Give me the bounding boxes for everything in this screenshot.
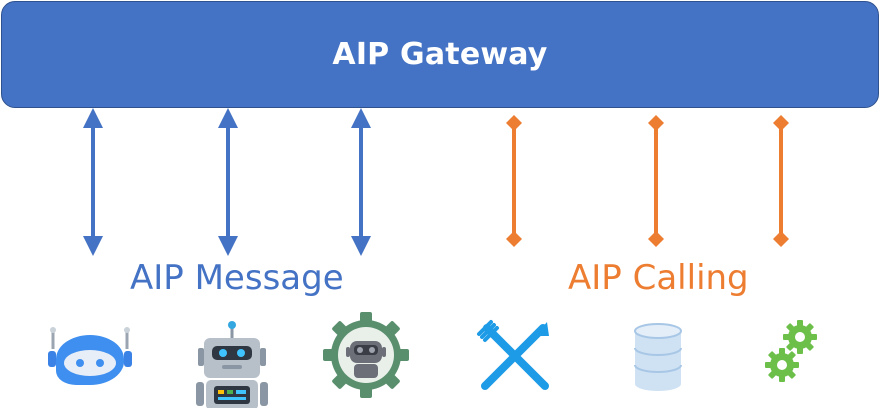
- message-arrows: [83, 108, 371, 256]
- gateway-title: AIP Gateway: [332, 37, 548, 72]
- gears-icon: [765, 320, 817, 382]
- calling-arrows: [506, 115, 789, 247]
- aip-calling-label: AIP Calling: [568, 258, 749, 298]
- robot-gear-icon: [323, 312, 409, 398]
- robot-icon: [196, 321, 268, 408]
- database-icon: [634, 323, 682, 391]
- fork-knife-icon: [477, 320, 549, 390]
- chat-bot-icon: [48, 327, 132, 386]
- aip-message-label: AIP Message: [130, 258, 344, 298]
- gateway-box: AIP Gateway: [1, 1, 879, 108]
